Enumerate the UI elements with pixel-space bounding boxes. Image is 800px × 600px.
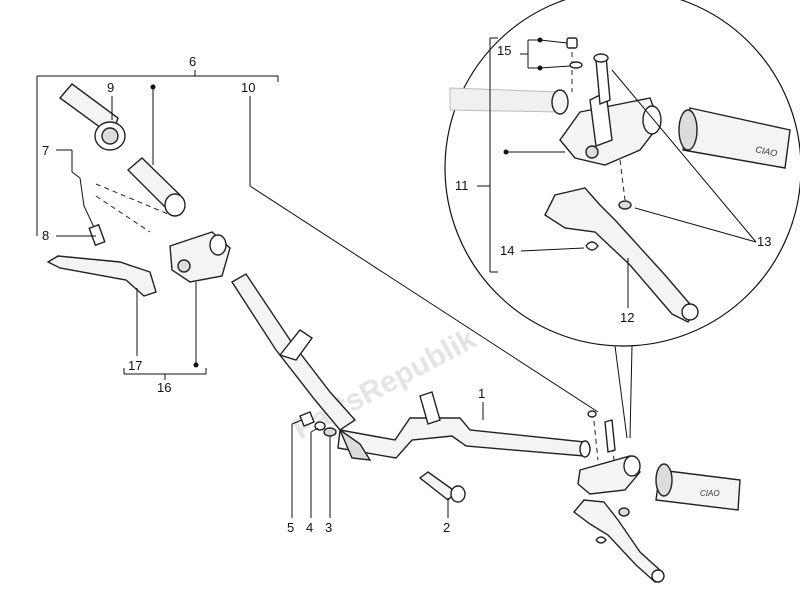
callout-12-label: 12: [620, 310, 634, 325]
callout-14-label: 14: [500, 243, 514, 258]
right-hand-assembly: CIAO: [572, 410, 741, 584]
callout-4: 4: [306, 427, 319, 535]
detail-handlebar-end: CIAO: [449, 87, 791, 169]
callout-9: 9: [107, 80, 114, 120]
callout-16: 16: [123, 282, 207, 395]
callout-7: 7: [42, 143, 72, 158]
callout-17-label: 17: [128, 358, 142, 373]
callout-10: 10: [241, 80, 599, 413]
callout-11-label: 11: [455, 178, 469, 193]
main-grip-text: CIAO: [700, 489, 720, 498]
callout-5-label: 5: [287, 520, 294, 535]
nut-washer-set: [299, 411, 337, 437]
detail-grip-text: CIAO: [755, 144, 779, 158]
callout-8-label: 8: [42, 228, 49, 243]
callout-10-label: 10: [241, 80, 255, 95]
handlebar-frame: [231, 273, 591, 461]
callout-5: 5: [287, 419, 303, 535]
callout-13: 13: [611, 69, 771, 249]
left-grip: [58, 83, 126, 151]
detail-screws: [566, 37, 632, 251]
callout-4-label: 4: [306, 520, 313, 535]
callout-8: 8: [36, 82, 96, 243]
callout-14: 14: [500, 243, 585, 258]
detail-lever-clamp: [559, 90, 662, 166]
callout-1: 1: [478, 386, 485, 420]
callout-17: 17: [128, 288, 142, 373]
callout-3: 3: [325, 436, 332, 535]
throttle-tube: [126, 84, 186, 217]
throttle-cable: [71, 150, 169, 247]
left-lever-clamp: [169, 231, 231, 283]
callout-13-label: 13: [757, 234, 771, 249]
callout-15: 15: [497, 37, 571, 71]
callout-6: 6: [36, 54, 279, 82]
left-brake-lever: [46, 255, 157, 297]
main-bolt: [418, 471, 466, 503]
callout-1-label: 1: [478, 386, 485, 401]
callout-9-label: 9: [107, 80, 114, 95]
detail-brake-lever: [544, 187, 699, 323]
callout-2-label: 2: [443, 520, 450, 535]
callout-16-label: 16: [157, 380, 171, 395]
detail-magnifier: [444, 0, 800, 439]
callout-7-label: 7: [42, 143, 49, 158]
callout-2: 2: [443, 498, 450, 535]
callout-12: 12: [620, 258, 634, 325]
callout-15-label: 15: [497, 43, 511, 58]
callout-6-label: 6: [189, 54, 196, 69]
callout-3-label: 3: [325, 520, 332, 535]
callout-11: 11: [455, 37, 565, 273]
